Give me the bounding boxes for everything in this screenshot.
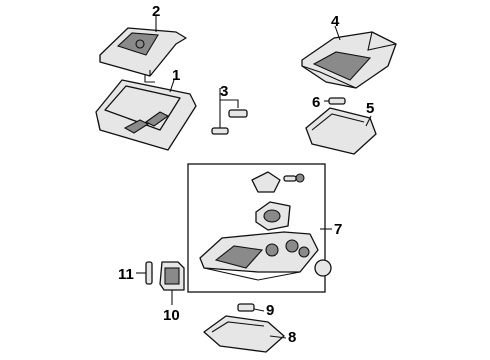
callout-1: 1 xyxy=(172,67,180,84)
part-2-bracket xyxy=(99,27,187,83)
part-9-bulb xyxy=(237,303,255,312)
callout-2: 2 xyxy=(152,3,160,20)
callout-7: 7 xyxy=(334,221,342,238)
leader-lines xyxy=(155,16,372,339)
part-4-dome-lamp xyxy=(301,31,397,89)
part-1-console-housing xyxy=(95,79,197,151)
callout-4: 4 xyxy=(331,13,340,30)
part-3-bulbs xyxy=(211,88,248,135)
part-8-lens xyxy=(203,315,285,353)
callout-10: 10 xyxy=(163,307,180,324)
part-5-lens xyxy=(305,107,377,155)
part-10-housing xyxy=(159,261,185,305)
callout-11: 11 xyxy=(118,266,134,283)
callout-8: 8 xyxy=(288,329,296,346)
part-7-overhead-console xyxy=(187,163,332,293)
callout-6: 6 xyxy=(312,94,320,111)
callout-5: 5 xyxy=(366,100,374,117)
part-11-switch xyxy=(136,261,153,285)
callout-9: 9 xyxy=(266,302,274,319)
callout-3: 3 xyxy=(220,83,228,100)
part-6-bulb xyxy=(324,97,346,105)
